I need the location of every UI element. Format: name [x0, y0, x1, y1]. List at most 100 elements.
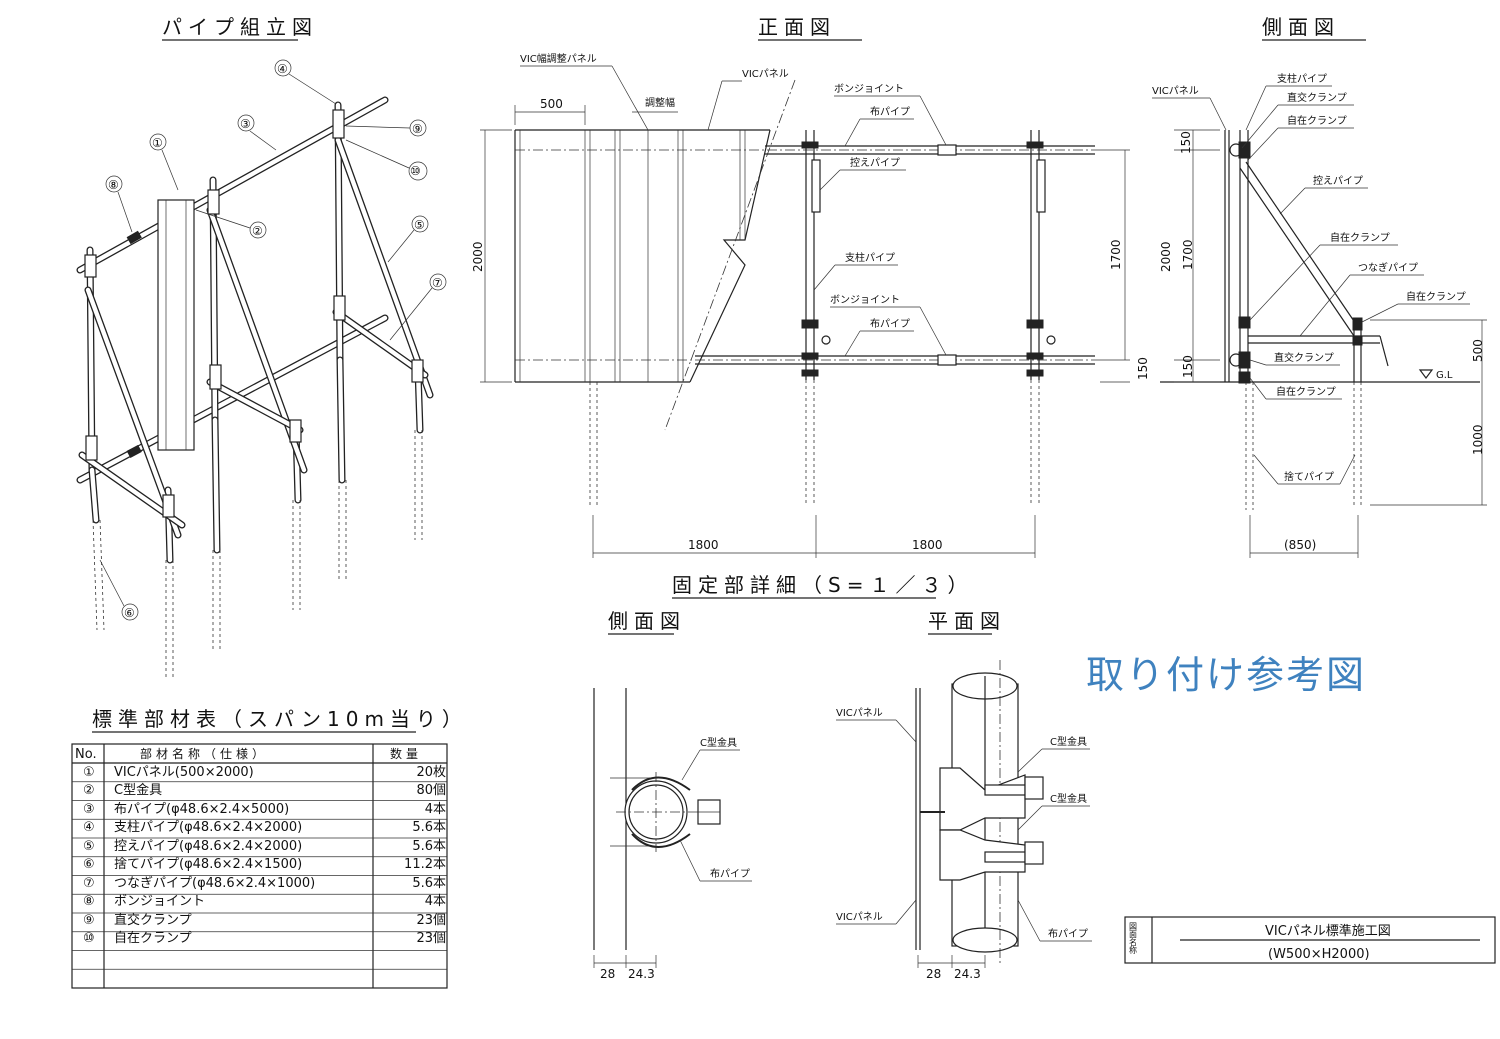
- side-dim-1700: 1700: [1181, 239, 1195, 270]
- side-label-jizai-mid: 自在クランプ: [1330, 231, 1390, 244]
- parts-row-name: 自在クランプ: [114, 931, 192, 946]
- parts-row-qty: 11.2本: [404, 857, 446, 872]
- parts-row-no: ①: [83, 765, 95, 780]
- svg-text:①: ①: [152, 136, 163, 150]
- side-dim-850: (850): [1284, 538, 1316, 552]
- title-block: 図面名称 VICパネル標準施工図 (W500×H2000): [1124, 916, 1496, 964]
- title-block-line2: (W500×H2000): [1268, 947, 1370, 962]
- label-gl: G.L: [1436, 370, 1453, 381]
- label-nuno-top: 布パイプ: [870, 106, 910, 118]
- dim-span-1: 1800: [688, 538, 719, 552]
- pipe-assembly-view: パイプ組立図: [76, 15, 447, 680]
- parts-row-qty: 5.6本: [412, 820, 446, 835]
- parts-row-qty: 5.6本: [412, 839, 446, 854]
- parts-header-name: 部材名称（仕様）: [140, 746, 268, 761]
- callout-4: ④: [274, 59, 337, 105]
- callout-8: ⑧: [105, 175, 133, 233]
- side-title: 側面図: [1262, 15, 1340, 39]
- parts-header-qty: 数量: [390, 746, 422, 761]
- label-shichu: 支柱パイプ: [845, 251, 895, 264]
- parts-row-no: ⑩: [83, 931, 95, 946]
- dim-2000: 2000: [471, 241, 485, 272]
- callout-6: ⑥: [99, 559, 139, 621]
- front-view: 正面図: [471, 15, 1150, 558]
- svg-text:③: ③: [240, 117, 251, 131]
- parts-row-no: ⑤: [83, 839, 95, 854]
- clamp-top-3: [332, 109, 345, 139]
- dim-150: 150: [1136, 357, 1150, 380]
- callout-3: ③: [237, 114, 277, 151]
- detail-plan-label-vic-bottom: VICパネル: [836, 911, 883, 923]
- callout-2: ②: [195, 209, 267, 239]
- callout-9: ⑨: [345, 119, 427, 137]
- label-adjust-panel: VIC幅調整パネル: [520, 52, 597, 65]
- reference-title: 取り付け参考図: [1086, 653, 1366, 697]
- front-hikae-1: [811, 159, 821, 213]
- parts-row-qty: 23個: [416, 931, 446, 946]
- parts-row-name: 直交クランプ: [114, 912, 192, 928]
- side-label-shichu: 支柱パイプ: [1277, 72, 1327, 85]
- detail-side-dim-28: 28: [600, 967, 615, 981]
- front-cut-line: [664, 79, 796, 431]
- side-label-jizai-top: 自在クランプ: [1287, 114, 1347, 127]
- parts-row-name: 捨てパイプ(φ48.6×2.4×1500): [114, 856, 302, 872]
- parts-row-qty: 5.6本: [412, 876, 446, 891]
- callout-7: ⑦: [389, 273, 447, 341]
- side-dim-150-top: 150: [1179, 131, 1193, 154]
- parts-row-name: 布パイプ(φ48.6×2.4×5000): [114, 802, 289, 817]
- parts-table-title: 標準部材表（スパン10m当り）: [92, 707, 468, 731]
- detail-side-dim-24: 24.3: [628, 967, 655, 981]
- callout-10: ⑩: [345, 139, 428, 181]
- side-label-chokko-top: 直交クランプ: [1287, 91, 1347, 104]
- detail-title: 固定部詳細（S=１／３）: [672, 573, 973, 597]
- dim-500: 500: [540, 97, 563, 111]
- parts-row-qty: 4本: [425, 802, 446, 817]
- side-view: 側面図 G.L: [1152, 15, 1487, 558]
- parts-row-qty: 4本: [425, 894, 446, 909]
- detail-c-bracket: [631, 776, 691, 791]
- svg-text:⑦: ⑦: [432, 276, 443, 290]
- side-dim-150-bottom: 150: [1181, 355, 1195, 378]
- side-label-vic-panel: VICパネル: [1152, 85, 1199, 97]
- side-label-sute: 捨てパイプ: [1284, 470, 1334, 483]
- detail-side-label-nuno: 布パイプ: [710, 868, 750, 880]
- parts-row-qty: 20枚: [416, 765, 446, 780]
- label-vic-panel: VICパネル: [742, 68, 789, 80]
- assembly-title: パイプ組立図: [162, 15, 318, 39]
- parts-row-no: ③: [83, 802, 95, 817]
- panel-break-line: [689, 129, 771, 383]
- side-dim-2000: 2000: [1159, 241, 1173, 272]
- side-label-chokko-bottom: 直交クランプ: [1274, 351, 1334, 364]
- parts-table: 標準部材表（スパン10m当り） No. 部材名称（仕様） 数量 ① VICパネル…: [71, 707, 468, 989]
- label-hikae: 控えパイプ: [850, 156, 900, 169]
- parts-row-no: ⑧: [83, 894, 95, 909]
- svg-text:⑤: ⑤: [414, 218, 425, 232]
- label-bonjoint-top: ボンジョイント: [834, 83, 904, 95]
- detail-plan-label-nuno: 布パイプ: [1048, 928, 1088, 940]
- parts-row-qty: 23個: [416, 913, 446, 928]
- detail-side-label-c: C型金具: [700, 736, 737, 749]
- bonjoint-top-mark: [937, 144, 957, 156]
- vic-panel: [157, 199, 195, 451]
- detail-plan-title: 平面図: [928, 609, 1006, 633]
- svg-text:⑧: ⑧: [108, 178, 119, 192]
- title-block-line1: VICパネル標準施工図: [1265, 923, 1391, 939]
- detail-plan-bracket-2: [939, 829, 1026, 881]
- callout-5: ⑤: [387, 215, 429, 263]
- parts-row-no: ⑦: [83, 876, 95, 891]
- parts-row-qty: 80個: [416, 783, 446, 798]
- parts-row-name: つなぎパイプ(φ48.6×2.4×1000): [114, 876, 315, 891]
- parts-row-no: ④: [83, 820, 95, 835]
- sute-pipe-1: [92, 519, 98, 631]
- side-dim-500: 500: [1471, 339, 1485, 362]
- label-nuno-bottom: 布パイプ: [870, 318, 910, 330]
- dim-1700: 1700: [1109, 239, 1123, 270]
- svg-text:②: ②: [252, 224, 263, 238]
- svg-text:⑨: ⑨: [412, 122, 423, 136]
- front-hikae-2: [1036, 159, 1046, 213]
- parts-row-name: VICパネル(500×2000): [114, 765, 254, 780]
- parts-row-no: ⑨: [83, 913, 95, 928]
- detail-side-title: 側面図: [608, 609, 686, 633]
- detail-plan-label-vic-top: VICパネル: [836, 707, 883, 719]
- parts-row-no: ②: [83, 783, 95, 798]
